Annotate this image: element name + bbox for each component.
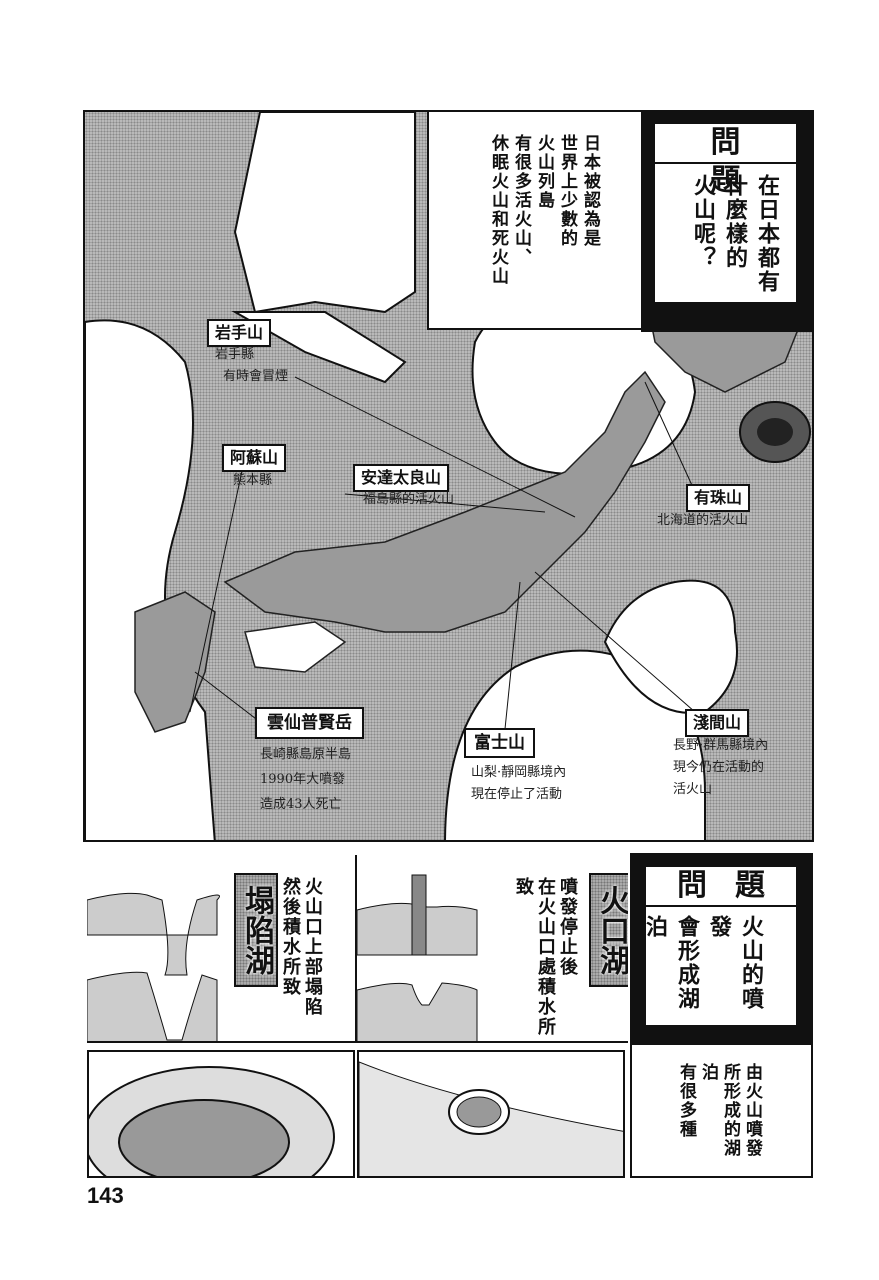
caldera-lake-text: 火山口上部塌陷 然後積水所致 — [279, 877, 323, 1017]
text-line: 火山口上部塌陷 — [302, 877, 323, 1017]
desc-line: 1990年大噴發 — [260, 772, 346, 787]
desc-line: 山梨·靜岡縣境內 — [471, 765, 567, 780]
shikoku-shape — [244, 621, 347, 673]
map-panel: 日本被認為是 世界上少數的 火山列島 有很多活火山、 休眠火山和死火山 問題 在… — [83, 110, 814, 842]
caldera-lake-title: 塌陷湖 — [234, 873, 278, 987]
figure-left — [85, 319, 216, 840]
desc-line: 長野·群馬縣境內 — [673, 738, 769, 753]
desc-line: 北海道的活火山 — [657, 513, 749, 528]
label-iwate: 岩手山 — [207, 319, 272, 347]
answer-text: 由火山噴發 所形成的湖泊 有很多種 — [675, 1063, 763, 1176]
text-line: 噴發停止後 — [557, 877, 578, 977]
intro-line: 世界上少數的 — [557, 134, 577, 248]
desc-line: 有時會冒煙 — [223, 369, 289, 384]
honshu-shape — [223, 370, 666, 633]
kyushu-shape — [134, 591, 216, 733]
question-text: 在日本都有 什麼樣的 火山呢？ — [686, 174, 782, 294]
intro-text: 日本被認為是 世界上少數的 火山列島 有很多活火山、 休眠火山和死火山 — [486, 134, 601, 286]
text-line: 在火山口處積水所致 — [513, 877, 556, 1037]
caldera-lake-diagram-panel: 塌陷湖 火山口上部塌陷 然後積水所致 — [87, 855, 357, 1043]
intro-line: 火山列島 — [534, 134, 554, 210]
label-usu: 有珠山 — [686, 484, 751, 512]
label-aso: 阿蘇山 — [222, 444, 287, 472]
crater-lake-illustration — [357, 1050, 625, 1178]
question-header: 問題 — [655, 124, 796, 198]
intro-line: 休眠火山和死火山 — [488, 134, 508, 286]
intro-box: 日本被認為是 世界上少數的 火山列島 有很多活火山、 休眠火山和死火山 — [427, 112, 643, 330]
desc-asama: 長野·群馬縣境內 現今仍在活動的 活火山 — [673, 735, 768, 801]
desc-line: 熊本縣 — [233, 473, 273, 488]
desc-line: 岩手縣 — [215, 347, 255, 362]
desc-line: 活火山 — [673, 782, 713, 797]
crater-lake-text: 噴發停止後 在火山口處積水所致 — [512, 877, 578, 1041]
question-line: 會形成湖泊 — [642, 915, 699, 1011]
crater-lake-diagram-panel: 火口湖 噴發停止後 在火山口處積水所致 — [355, 855, 628, 1043]
desc-line: 長崎縣島原半島 — [260, 747, 352, 762]
caldera-cross-section — [87, 892, 220, 1041]
question-line: 在日本都有 — [754, 174, 779, 294]
desc-adatara: 福島縣的活火山 — [363, 489, 454, 511]
label-adatara: 安達太良山 — [353, 464, 450, 492]
label-fuji: 富士山 — [464, 728, 535, 758]
text-line: 然後積水所致 — [280, 877, 301, 997]
question-line: 什麼樣的 — [722, 174, 747, 270]
label-asama: 淺間山 — [685, 709, 750, 737]
crater-lake-title: 火口湖 — [589, 873, 628, 987]
question-text: 火山的噴發 會形成湖泊 — [638, 915, 766, 1025]
desc-line: 現今仍在活動的 — [673, 760, 765, 775]
leader-lines — [189, 376, 696, 730]
desc-unzen: 長崎縣島原半島 1990年大噴發 造成43人死亡 — [260, 742, 351, 817]
figure-top — [233, 112, 416, 314]
label-unzen: 雲仙普賢岳 — [255, 707, 364, 739]
intro-line: 有很多活火山、 — [511, 134, 531, 267]
lake-answer-box: 由火山噴發 所形成的湖泊 有很多種 — [630, 1043, 813, 1178]
question-box: 問題 在日本都有 什麼樣的 火山呢？ — [641, 112, 812, 332]
page-number: 143 — [87, 1183, 124, 1208]
answer-line: 所形成的湖泊 — [698, 1063, 740, 1158]
desc-fuji: 山梨·靜岡縣境內 現在停止了活動 — [471, 762, 566, 806]
desc-line: 現在停止了活動 — [471, 787, 563, 802]
question-line: 火山呢？ — [690, 174, 715, 270]
answer-line: 由火山噴發 — [742, 1063, 762, 1158]
desc-line: 造成43人死亡 — [260, 797, 342, 812]
desc-line: 福島縣的活火山 — [363, 492, 455, 507]
intro-line: 日本被認為是 — [580, 134, 600, 248]
desc-iwate: 岩手縣 有時會冒煙 — [215, 344, 288, 388]
caldera-lake-illustration — [87, 1050, 355, 1178]
legs-top — [231, 311, 407, 384]
figure-right — [603, 579, 738, 715]
crater-cross-section — [357, 874, 478, 1041]
question-line: 火山的噴發 — [706, 915, 763, 1011]
desc-aso: 熊本縣 — [233, 470, 272, 492]
question-header: 問題 — [646, 867, 796, 907]
lake-question-box: 問題 火山的噴發 會形成湖泊 — [630, 853, 813, 1045]
desc-usu: 北海道的活火山 — [657, 510, 748, 532]
answer-line: 有很多種 — [676, 1063, 696, 1139]
